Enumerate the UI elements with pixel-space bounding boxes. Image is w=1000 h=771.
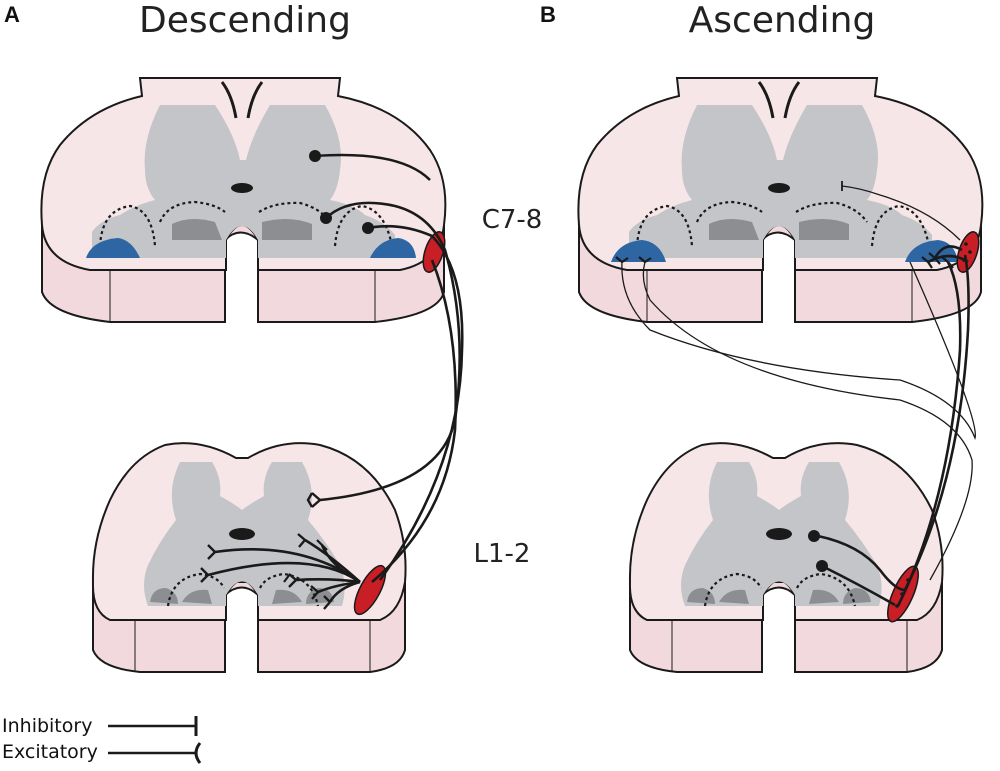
level-label-lumbar: L1-2 (474, 539, 531, 569)
panel-b: B Ascending (540, 0, 984, 674)
panel-b-letter: B (540, 2, 556, 27)
motor-pool-left-b (611, 240, 666, 262)
lumbar-section-b (628, 442, 944, 674)
descending-axons (207, 153, 464, 603)
legend-excitatory-symbol (194, 742, 202, 764)
legend-inhibitory-label: Inhibitory (2, 715, 92, 737)
panel-a-title: Descending (139, 0, 351, 41)
panel-b-title: Ascending (689, 0, 876, 41)
lumbar-section-a (91, 442, 407, 674)
inhibitory-terminals-a (283, 539, 328, 583)
motor-pool-right-a (370, 238, 416, 258)
panel-a: A Descending (4, 0, 464, 674)
pathway-cervical-a (422, 231, 446, 273)
legend: Inhibitory Excitatory (2, 715, 202, 764)
panel-a-letter: A (4, 2, 20, 27)
cervical-section-a (39, 76, 447, 324)
level-label-cervical: C7-8 (482, 205, 543, 235)
cell-bodies-a (309, 150, 374, 234)
ascending-axons (621, 185, 976, 607)
excitatory-terminals-b (615, 252, 954, 269)
motor-pool-left-a (86, 238, 140, 258)
excitatory-terminals-a (200, 492, 331, 610)
pathway-dots-b (895, 242, 972, 608)
cell-bodies-b (808, 530, 828, 572)
cervical-section-b (576, 76, 984, 324)
legend-excitatory-label: Excitatory (2, 741, 98, 763)
